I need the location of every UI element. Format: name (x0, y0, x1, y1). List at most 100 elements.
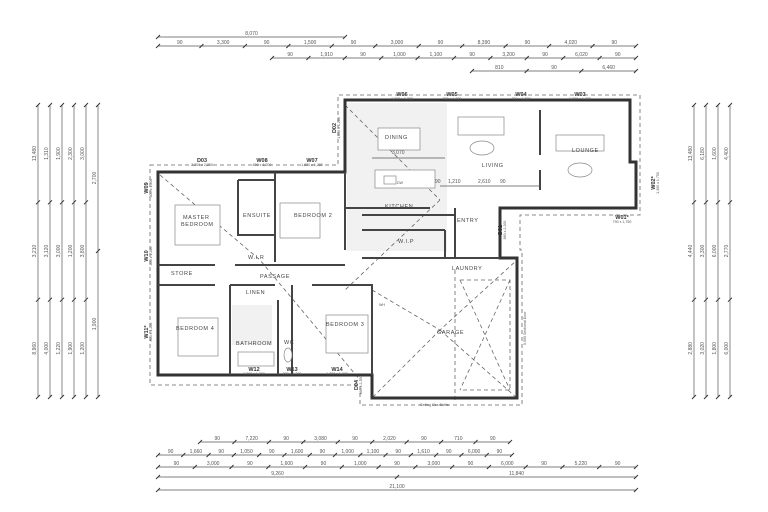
dim-tick (35, 199, 41, 205)
dim-tick (469, 68, 475, 74)
dim-label: 6,000 (501, 461, 514, 467)
dim-label: 13,480 (688, 146, 694, 162)
dim-label: 3,020 (700, 342, 706, 355)
dim-tick (578, 68, 584, 74)
dim-label: 3,120 (44, 245, 50, 258)
dim-tick (376, 464, 381, 470)
dim-label: 90 (551, 65, 557, 71)
dim-tick (560, 55, 566, 61)
dim-tick (192, 464, 198, 470)
master-bed (174, 204, 221, 246)
dim-label: 90 (214, 436, 220, 442)
dim-tick (197, 439, 203, 445)
dim-tick (633, 487, 639, 493)
opening-id: W10 (144, 250, 150, 261)
dim-tick (633, 68, 639, 74)
dim-label: 1,100 (430, 52, 443, 58)
dim-tick (503, 43, 508, 49)
kitchen-sink (383, 175, 397, 185)
dim-tick (703, 102, 709, 108)
dim-label: 90 (352, 436, 358, 442)
dim-tick (691, 297, 697, 303)
dim-label: 3,000 (56, 245, 62, 258)
dim-tick (71, 297, 77, 303)
dim-label: 1,220 (56, 342, 62, 355)
dim-label: 6,000 (712, 245, 718, 258)
opening-size: 860 x 2,200 (359, 376, 363, 395)
dim-label: 90 (497, 449, 503, 455)
opening-id: W09 (144, 182, 150, 193)
dim-label: 1,900 (92, 318, 98, 331)
dim-tick (473, 439, 478, 445)
dim-label: 1,000 (341, 449, 354, 455)
dim-label: 90 (247, 461, 253, 467)
dim-label: 90 (269, 449, 275, 455)
dim-tick (715, 199, 721, 205)
dim-label: 6,460 (602, 65, 615, 71)
opening-w02: W02*1,300 x 1,750 (651, 172, 660, 194)
dim-label: 90 (177, 40, 183, 46)
bedroom3-bed (325, 314, 369, 354)
dim-tick (597, 55, 602, 61)
dim-label: 90 (468, 461, 474, 467)
bedroom2-bed (279, 202, 321, 239)
roof-lines (159, 104, 518, 400)
dim-tick (155, 464, 161, 470)
dim-label: 2,700 (92, 172, 98, 185)
dim-label: 90 (438, 40, 444, 46)
dim-label: 1,610 (417, 449, 430, 455)
dim-tick (357, 452, 363, 458)
dim-label: 90 (541, 461, 547, 467)
dim-label: 3,000 (391, 40, 404, 46)
opening-id: W06 (396, 92, 407, 98)
dim-label: 1,600 (291, 449, 304, 455)
dim-tick (449, 464, 455, 470)
toilet (283, 347, 293, 363)
eaves-line (149, 94, 641, 406)
dim-label: 3,000 (428, 461, 441, 467)
dim-label: 1,000 (393, 52, 406, 58)
dim-tick (342, 34, 348, 40)
dim-tick (155, 474, 161, 480)
dim-label: 90 (218, 449, 224, 455)
dim-label: 4,400 (724, 147, 730, 160)
dim-tick (95, 248, 101, 254)
room-bathroom: BATHROOM (236, 341, 272, 347)
dim-label: 90 (351, 40, 357, 46)
dim-label: 6,020 (575, 52, 588, 58)
dim-label: 7,220 (245, 436, 258, 442)
dim-label: 1,800 (712, 342, 718, 355)
dim-tick (509, 452, 515, 458)
dim-tick (95, 394, 101, 400)
dim-label: 3,300 (700, 245, 706, 258)
dim-label: 90 (287, 52, 293, 58)
coffee-table (469, 140, 495, 156)
room-master-bedroom: MASTER (183, 215, 210, 221)
dim-label: 1,050 (240, 449, 253, 455)
dim-label: 90 (615, 461, 621, 467)
dim-label: 1,600 (712, 147, 718, 160)
dim-tick (703, 394, 709, 400)
opening-id: W03 (574, 92, 585, 98)
dim-tick (59, 102, 65, 108)
dim-tick (83, 297, 89, 303)
room-kitchen: KITCHEN (385, 204, 413, 210)
dim-tick (47, 102, 53, 108)
dim-label: 1,600 (280, 461, 293, 467)
dim-label: 6,000 (468, 449, 481, 455)
room-labels: DINING LIVING LOUNGE KITCHEN ENTRY W.I.P… (171, 135, 598, 347)
dim-label: 90 (469, 52, 475, 58)
inner-dim-label: 2,610 (478, 179, 491, 185)
dim-tick (47, 199, 53, 205)
dim-tick (560, 464, 565, 470)
dim-tick (438, 439, 444, 445)
dim-tick (590, 43, 595, 49)
dim-tick (302, 464, 308, 470)
dim-tick (256, 452, 262, 458)
